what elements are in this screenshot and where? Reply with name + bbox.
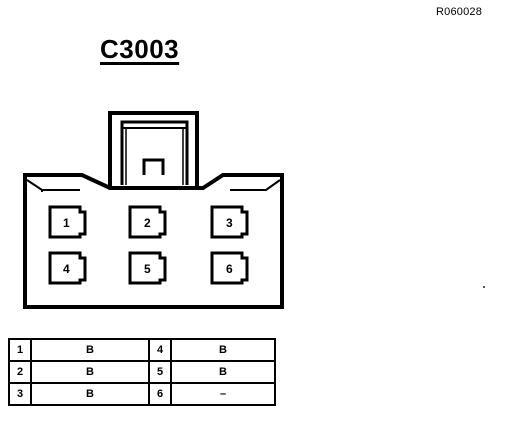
- scan-speck: [483, 286, 485, 288]
- pin-number-label: 2: [144, 216, 151, 230]
- table-row: 3 B 6 –: [8, 382, 276, 406]
- pin-cavity-4: [48, 251, 87, 285]
- pin-number-cell: 2: [8, 360, 32, 384]
- table-row: 1 B 4 B: [8, 338, 276, 362]
- pin-number-label: 3: [226, 216, 233, 230]
- connector-housing: [23, 173, 284, 309]
- pin-color-table: 1 B 4 B 2 B 5 B 3 B 6 –: [8, 338, 276, 406]
- pin-number-label: 5: [144, 262, 151, 276]
- pin-cavity-2: [128, 205, 167, 239]
- pin-number-cell: 6: [148, 382, 172, 406]
- pin-cavity-3: [210, 205, 249, 239]
- pin-number-cell: 1: [8, 338, 32, 362]
- wire-color-cell: B: [170, 360, 276, 384]
- connector-title: C3003: [100, 34, 180, 64]
- wire-color-cell: –: [170, 382, 276, 406]
- pin-number-cell: 3: [8, 382, 32, 406]
- pin-cavity-6: [210, 251, 249, 285]
- reference-code: R060028: [436, 6, 483, 18]
- pin-cavities: [48, 205, 249, 285]
- wire-color-cell: B: [30, 382, 150, 406]
- pin-number-label: 1: [63, 216, 70, 230]
- wire-color-cell: B: [170, 338, 276, 362]
- pin-number-cell: 5: [148, 360, 172, 384]
- table-row: 2 B 5 B: [8, 360, 276, 384]
- pin-number-label: 6: [226, 262, 233, 276]
- pin-number-label: 4: [63, 262, 70, 276]
- pin-cavity-5: [128, 251, 167, 285]
- pin-number-cell: 4: [148, 338, 172, 362]
- pin-cavity-1: [48, 205, 87, 239]
- wire-color-cell: B: [30, 360, 150, 384]
- locking-tab: [108, 111, 199, 188]
- wire-color-cell: B: [30, 338, 150, 362]
